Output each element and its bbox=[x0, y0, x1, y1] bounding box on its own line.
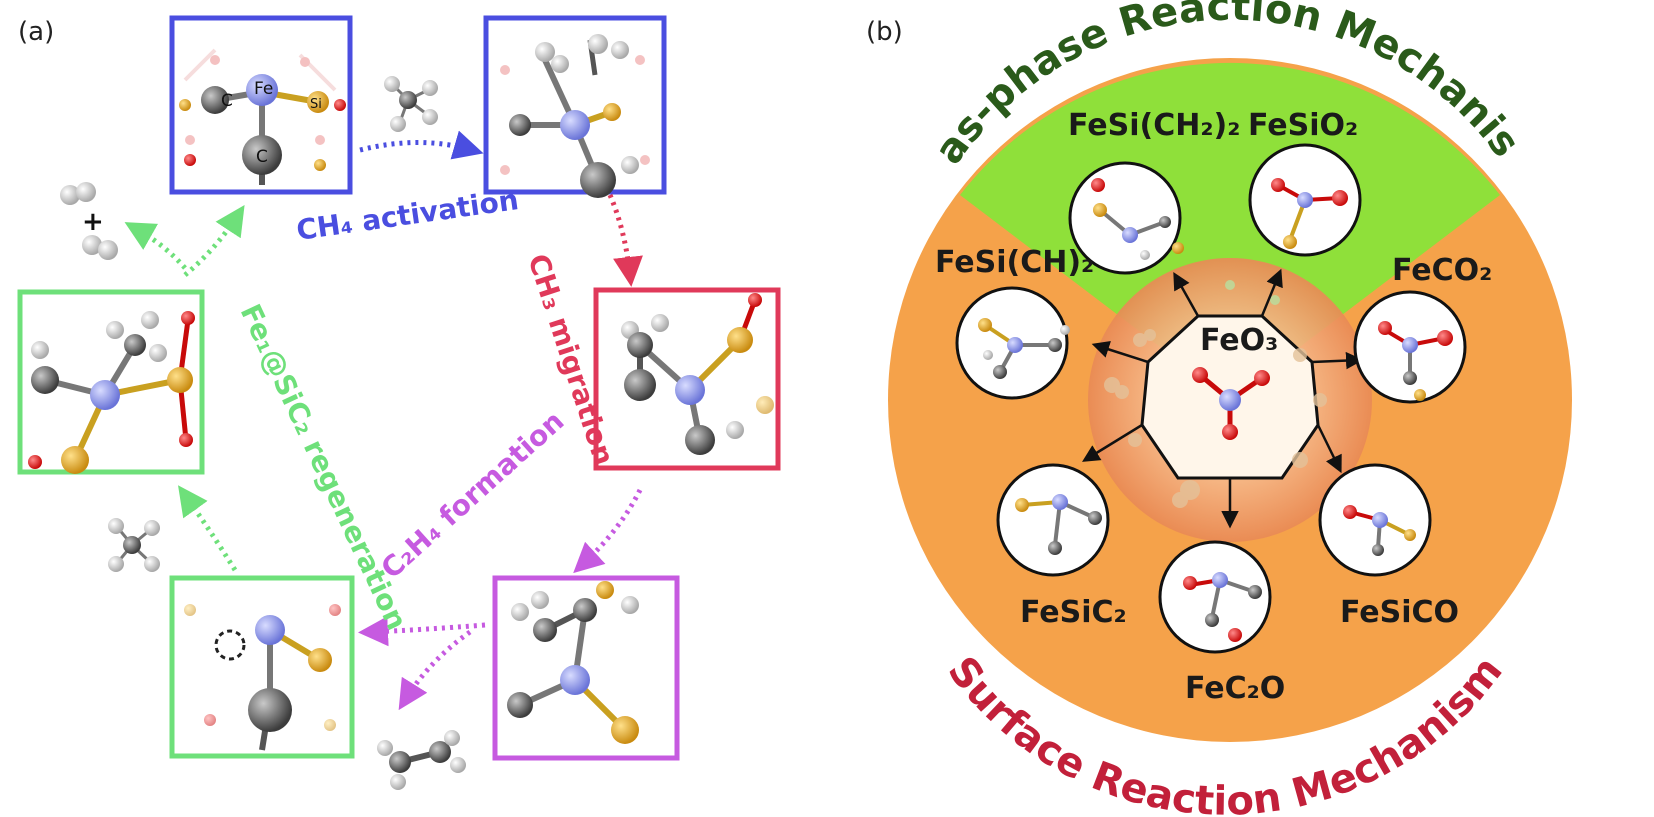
species-label-fesic2: FeSiC₂ bbox=[1020, 595, 1127, 630]
structure-box-fe1-sic2 bbox=[17, 289, 205, 475]
hydrogen-molecules: + bbox=[60, 182, 118, 260]
arrow-regeneration bbox=[178, 485, 238, 572]
arrow-h2-release bbox=[124, 222, 187, 270]
structure-box-ch3-migrated bbox=[593, 287, 781, 471]
species-label-fesich: FeSi(CH)₂ bbox=[935, 245, 1094, 280]
atom-label-fe: Fe bbox=[254, 79, 273, 99]
atom-label-c-bottom: C bbox=[256, 147, 268, 167]
atom-label-c: C bbox=[221, 91, 233, 111]
species-label-fesico: FeSiCO bbox=[1340, 595, 1459, 630]
bubble-fesico bbox=[1318, 463, 1432, 577]
center-label: FeO₃ bbox=[1200, 323, 1278, 358]
arrow-formation bbox=[573, 488, 643, 574]
panel-a-label: (a) bbox=[18, 17, 54, 47]
species-label-fesio2: FeSiO₂ bbox=[1248, 108, 1358, 143]
bubble-fesic2 bbox=[996, 463, 1110, 577]
methane-molecule-top bbox=[384, 76, 438, 132]
structure-box-c2h4-formed bbox=[492, 575, 680, 761]
ethylene-molecule bbox=[377, 730, 466, 790]
product-arrows bbox=[1082, 268, 1364, 529]
plus-sign: + bbox=[82, 207, 104, 237]
vacancy-marker bbox=[214, 629, 246, 661]
arrow-ethylene-release bbox=[398, 629, 472, 711]
structure-box-regenerating bbox=[169, 575, 355, 759]
methane-molecule-left bbox=[108, 518, 160, 572]
arrow-to-box1 bbox=[183, 204, 245, 277]
panel-b-label: (b) bbox=[866, 17, 903, 47]
bubble-feco2 bbox=[1353, 290, 1467, 404]
bubble-fesich bbox=[955, 286, 1070, 400]
feo3-molecule bbox=[1192, 367, 1270, 440]
arrow-activation bbox=[359, 130, 484, 160]
structure-box-ch4-activated bbox=[483, 15, 667, 198]
bubble-fec2o bbox=[1158, 540, 1272, 654]
arrow-to-box5 bbox=[358, 616, 486, 647]
atom-label-si: Si bbox=[310, 97, 322, 112]
step-label-formation: C₂H₄ formation bbox=[375, 404, 571, 585]
species-label-fesich2: FeSi(CH₂)₂ bbox=[1068, 108, 1240, 143]
adsorbed-fragments bbox=[1104, 280, 1327, 508]
arrow-migration bbox=[607, 194, 643, 287]
bubble-fesio2 bbox=[1248, 143, 1362, 257]
species-label-feco2: FeCO₂ bbox=[1392, 253, 1492, 288]
gas-phase-sector bbox=[960, 62, 1500, 401]
structure-box-initial: C Fe Si C bbox=[169, 15, 353, 195]
species-label-fec2o: FeC₂O bbox=[1185, 671, 1285, 706]
bubble-fesich2 bbox=[1068, 161, 1184, 275]
